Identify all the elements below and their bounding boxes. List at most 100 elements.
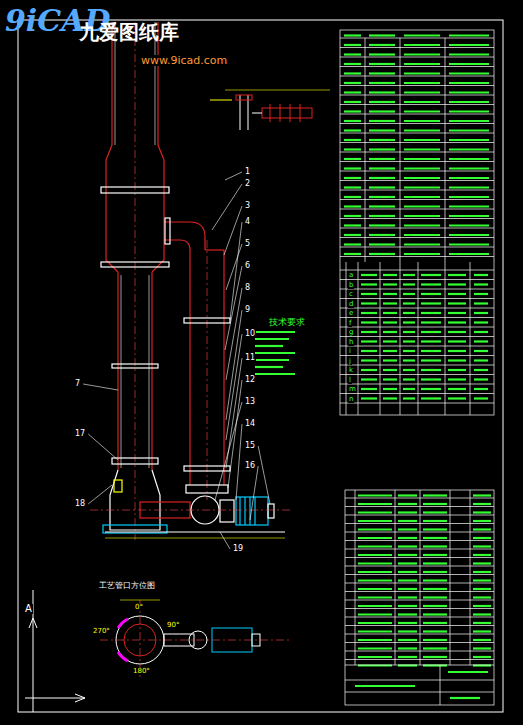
table-rule [398, 562, 417, 564]
table-rule [404, 158, 440, 160]
table-rule [449, 158, 489, 160]
table-rule [474, 350, 488, 352]
table-rule [448, 359, 466, 361]
table-rule [421, 340, 441, 342]
table-rule [423, 528, 447, 530]
table-rule [403, 359, 415, 361]
table-rule [448, 283, 466, 285]
nozzle-mark: l [348, 377, 352, 384]
table-rule [421, 331, 441, 333]
table-rule [404, 205, 440, 207]
table-rule [369, 167, 395, 169]
leader-line [236, 424, 242, 500]
table-rule [400, 262, 401, 415]
table-rule [344, 101, 361, 103]
table-rule [358, 528, 392, 530]
table-rule [369, 243, 395, 245]
table-rule [404, 129, 440, 131]
table-rule [358, 596, 392, 598]
table-rule [345, 665, 494, 666]
table-rule [340, 142, 494, 143]
table-rule [449, 120, 489, 122]
table-rule [450, 697, 480, 699]
table-rule [358, 520, 392, 522]
table-rule [344, 72, 361, 74]
table-rule [449, 148, 489, 150]
table-rule [421, 359, 441, 361]
table-rule [344, 53, 361, 55]
table-rule [340, 57, 494, 58]
callout-number: 9 [244, 306, 251, 314]
table-rule [403, 293, 415, 295]
table-rule [473, 562, 491, 564]
leader-line [212, 184, 242, 230]
table-rule [340, 38, 494, 39]
table-rule [361, 293, 377, 295]
callout-number: 11 [244, 354, 256, 362]
leader-line [88, 485, 112, 504]
table-rule [398, 605, 417, 607]
table-rule [421, 397, 441, 399]
table-rule [369, 101, 395, 103]
table-rule [448, 388, 466, 390]
table-rule [369, 196, 395, 198]
table-rule [358, 656, 392, 658]
table-rule [449, 63, 489, 65]
table-rule [383, 340, 397, 342]
table-rule [369, 234, 395, 236]
table-rule [473, 528, 491, 530]
table-rule [340, 289, 494, 290]
table-rule [369, 205, 395, 207]
angle-label: 0° [134, 604, 144, 611]
table-rule [473, 520, 491, 522]
table-rule [473, 494, 491, 496]
table-rule [403, 369, 415, 371]
table-rule [344, 63, 361, 65]
table-rule [361, 378, 377, 380]
callout-number: 8 [244, 284, 251, 292]
table-rule [423, 545, 447, 547]
table-rule [344, 224, 361, 226]
table-rule [423, 656, 447, 658]
callout-number: 18 [74, 500, 86, 508]
table-rule [340, 133, 494, 134]
table-frame [345, 490, 494, 705]
table-rule [369, 177, 395, 179]
table-rule [361, 397, 377, 399]
table-rule [398, 622, 417, 624]
table-rule [358, 554, 392, 556]
table-rule [398, 639, 417, 641]
table-rule [383, 350, 397, 352]
table-rule [358, 613, 392, 615]
table-rule [358, 639, 392, 641]
table-rule [449, 243, 489, 245]
table-rule [448, 378, 466, 380]
callout-number: 17 [74, 430, 86, 438]
table-rule [421, 378, 441, 380]
nozzle-mark: k [348, 367, 354, 374]
table-rule [473, 656, 491, 658]
table-rule [404, 177, 440, 179]
callout-number: 7 [74, 380, 81, 388]
table-rule [344, 196, 361, 198]
table-rule [255, 359, 289, 361]
table-rule [473, 588, 491, 590]
table-rule [449, 177, 489, 179]
table-rule [474, 321, 488, 323]
table-rule [404, 234, 440, 236]
table-rule [474, 388, 488, 390]
callout-number: 12 [244, 376, 256, 384]
table-rule [383, 312, 397, 314]
table-rule [440, 665, 441, 705]
nozzle-mark: g [348, 329, 354, 336]
table-rule [255, 352, 295, 354]
callout-number: 5 [244, 240, 251, 248]
table-rule [344, 186, 361, 188]
table-rule [403, 302, 415, 304]
table-rule [344, 243, 361, 245]
table-rule [345, 566, 494, 567]
table-rule [344, 44, 361, 46]
table-rule [474, 274, 488, 276]
table-rule [369, 253, 395, 255]
table-rule [345, 608, 494, 609]
